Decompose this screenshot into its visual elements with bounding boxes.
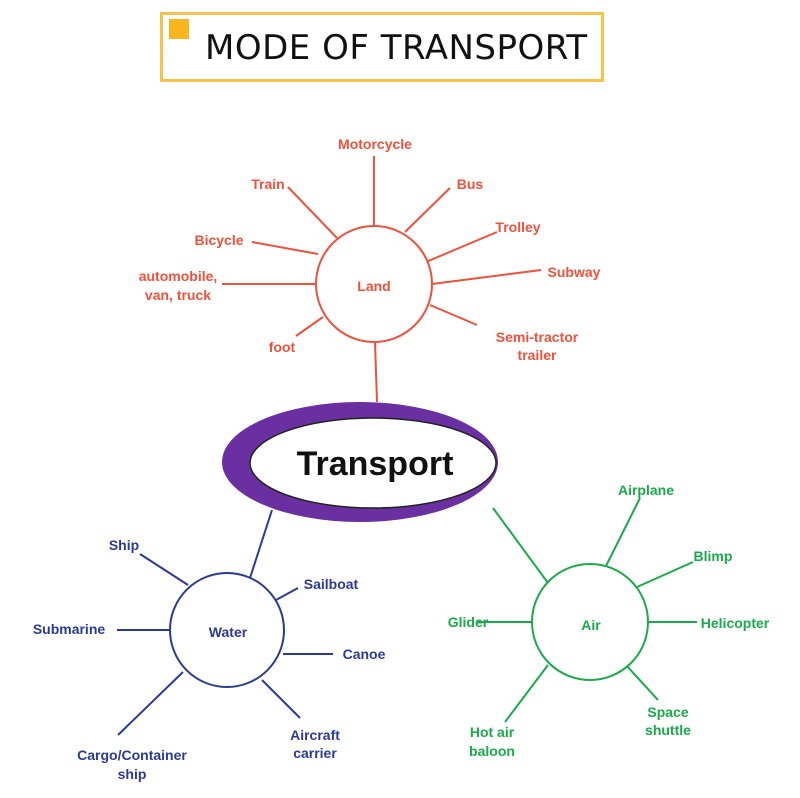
air-node-label: Air xyxy=(581,617,601,633)
water-branch xyxy=(117,553,333,736)
water-item-aircraft-line1: Aircraft xyxy=(290,727,340,743)
air-spoke-hotair xyxy=(504,664,549,723)
water-item-submarine: Submarine xyxy=(33,621,106,637)
air-item-airplane: Airplane xyxy=(618,482,674,498)
center-inner xyxy=(249,417,497,509)
water-spoke-ship xyxy=(139,553,189,586)
title-bullet-square xyxy=(169,19,189,39)
air-branch xyxy=(476,497,697,723)
land-item-train: Train xyxy=(251,176,284,192)
water-node xyxy=(169,572,285,688)
air-item-hotair-line2: baloon xyxy=(469,743,515,759)
center-label: Transport xyxy=(297,445,454,483)
air-spoke-blimp xyxy=(636,561,694,588)
water-spoke-sailboat xyxy=(275,587,299,601)
water-item-cargo-line1: Cargo/Container xyxy=(77,747,187,763)
air-spoke-space xyxy=(625,664,659,701)
land-item-foot: foot xyxy=(269,339,296,355)
land-spoke-bicycle xyxy=(251,241,319,255)
land-spoke-train xyxy=(287,186,338,239)
land-item-subway: Subway xyxy=(548,264,601,280)
air-item-blimp: Blimp xyxy=(694,548,733,564)
land-item-bicycle: Bicycle xyxy=(194,232,243,248)
land-item-semi-line1: Semi-tractor xyxy=(496,329,579,345)
land-item-bus: Bus xyxy=(457,176,484,192)
land-branch xyxy=(222,156,542,343)
land-spoke-subway xyxy=(431,269,542,285)
water-item-aircraft-line2: carrier xyxy=(293,745,337,761)
land-item-automobile-line2: van, truck xyxy=(145,287,211,303)
air-item-space-line1: Space xyxy=(647,704,688,720)
land-spoke-semi xyxy=(429,304,478,326)
land-item-semi-line2: trailer xyxy=(518,347,557,363)
land-spoke-trolley xyxy=(425,231,498,263)
land-node xyxy=(315,225,433,343)
water-spoke-aircraft xyxy=(261,679,301,719)
land-item-trolley: Trolley xyxy=(495,219,540,235)
air-item-helicopter: Helicopter xyxy=(701,615,770,631)
water-spoke-cargo xyxy=(117,671,184,736)
water-item-ship: Ship xyxy=(109,537,139,553)
water-item-cargo-line2: ship xyxy=(118,766,147,782)
center-node: Transport xyxy=(222,402,498,522)
land-node-label: Land xyxy=(357,278,390,294)
air-node xyxy=(531,563,649,681)
air-spoke-airplane xyxy=(604,497,641,569)
page-title: MODE OF TRANSPORT xyxy=(205,28,588,68)
water-item-canoe: Canoe xyxy=(343,646,386,662)
connector-air xyxy=(492,507,549,584)
air-item-space-line2: shuttle xyxy=(645,722,691,738)
land-item-automobile-line1: automobile, xyxy=(139,268,218,284)
land-spoke-bus xyxy=(404,187,451,233)
water-item-sailboat: Sailboat xyxy=(304,576,359,592)
air-item-glider: Glider xyxy=(448,614,489,630)
air-item-hotair-line1: Hot air xyxy=(470,724,515,740)
land-spoke-foot xyxy=(295,316,324,337)
land-item-motorcycle: Motorcycle xyxy=(338,136,412,152)
connector-land xyxy=(374,341,378,403)
title-box: MODE OF TRANSPORT xyxy=(160,12,604,82)
center-connectors xyxy=(249,341,549,584)
water-node-label: Water xyxy=(209,624,248,640)
connector-water xyxy=(249,509,273,579)
